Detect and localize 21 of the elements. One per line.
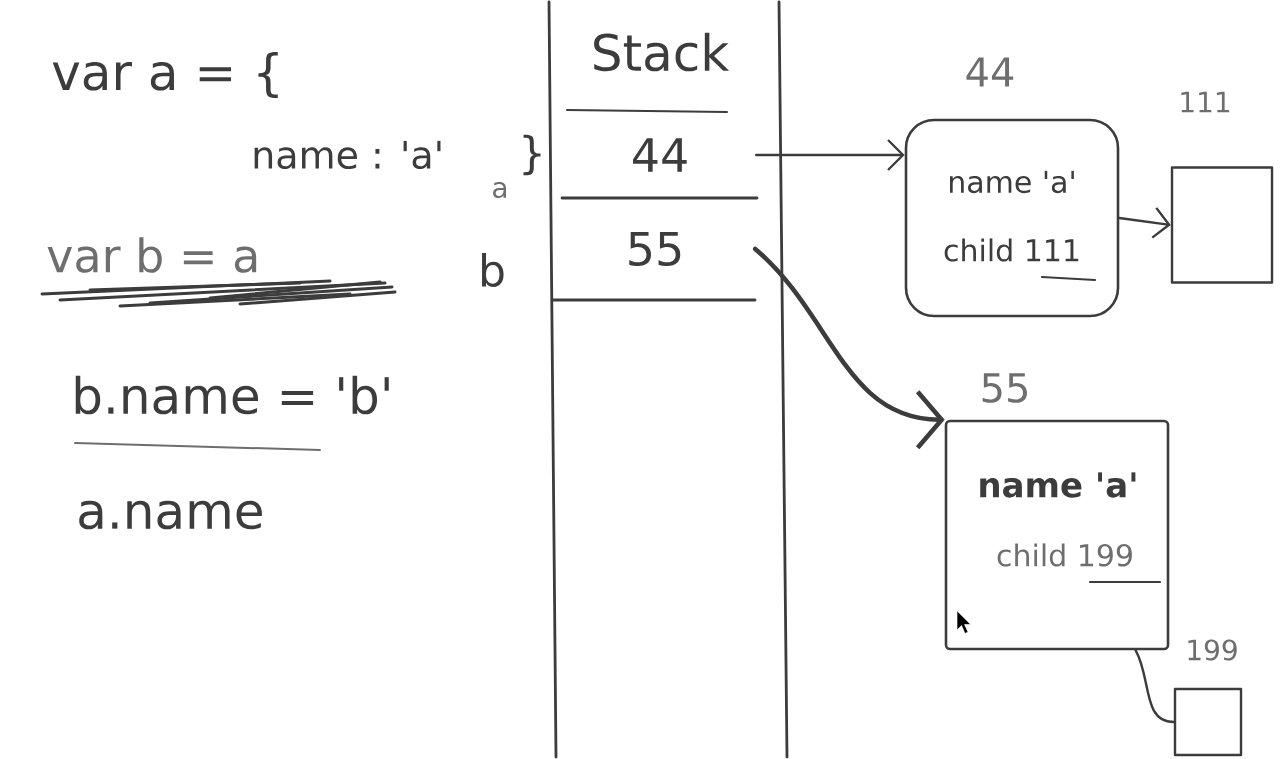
address-label: 199 xyxy=(1188,639,1237,661)
arrow xyxy=(755,139,905,171)
code-text: var b = a xyxy=(47,237,257,273)
variable-name: a xyxy=(493,181,507,199)
code-text: name : 'a' xyxy=(254,140,441,170)
memory-box xyxy=(1173,687,1243,757)
object-box: name 'a' child 199 xyxy=(944,419,1170,651)
address-label: 55 xyxy=(982,373,1027,403)
code-text: a.name xyxy=(79,500,262,530)
code-text: } xyxy=(523,134,541,176)
address-label: 111 xyxy=(1181,91,1230,113)
object-box: name 'a' child 111 xyxy=(904,118,1120,318)
connector-line xyxy=(1134,649,1175,724)
address-label: 44 xyxy=(966,57,1014,87)
stack-cell: 44 xyxy=(560,138,759,200)
memory-box xyxy=(1170,166,1274,284)
variable-name: b xyxy=(482,253,504,288)
stack-cell: 55 xyxy=(550,231,757,302)
arrow xyxy=(752,246,945,450)
code-text: b.name = 'b' xyxy=(75,375,389,415)
code-text: var a = { xyxy=(52,51,278,99)
